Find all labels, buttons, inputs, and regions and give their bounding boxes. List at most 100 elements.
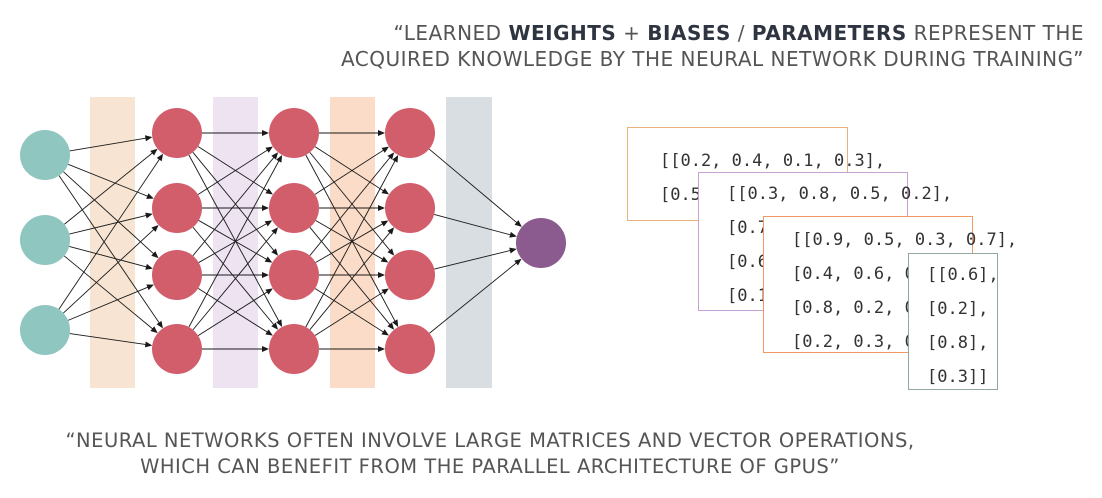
arrow-head: [144, 341, 153, 348]
arrow-head: [381, 188, 390, 195]
arrow-head: [509, 247, 517, 254]
top-quote: “LEARNED WEIGHTS + BIASES / PARAMETERS R…: [341, 20, 1084, 72]
vector-card-4: [[0.6], [0.2], [0.8], [0.3]]: [908, 253, 999, 390]
arrow-head: [276, 319, 283, 328]
output-node: [516, 218, 566, 268]
arrow-head: [151, 251, 159, 259]
connection-edge: [192, 226, 275, 326]
arrow-head: [378, 130, 385, 136]
connection-edge: [67, 286, 149, 321]
connection-edge: [429, 262, 518, 334]
vector-row: [0.2],: [927, 299, 989, 319]
arrow-head: [262, 346, 269, 352]
arrow-head: [271, 322, 279, 330]
connection-edge: [63, 255, 154, 330]
arrow-head: [380, 256, 389, 263]
input-node: [20, 305, 70, 355]
connection-edge: [63, 171, 155, 255]
arrow-head: [509, 231, 517, 238]
arrow-head: [145, 212, 153, 219]
arrow-head: [378, 272, 385, 278]
hidden-node: [385, 108, 435, 158]
arrow-head: [378, 346, 385, 352]
connection-edge: [309, 227, 391, 326]
arrow-head: [380, 220, 389, 227]
connection-edge: [197, 291, 269, 337]
connection-edge: [68, 163, 149, 197]
arrow-head: [381, 329, 389, 336]
layer-band-4: [446, 97, 492, 388]
hidden-node: [269, 108, 319, 158]
connection-edge: [198, 223, 268, 263]
arrow-head: [264, 256, 273, 263]
connection-edge: [434, 249, 511, 270]
connection-edge: [69, 245, 148, 268]
connection-edge: [428, 148, 518, 224]
connection-edge: [314, 146, 385, 192]
arrow-head: [151, 224, 159, 232]
arrow-head: [264, 220, 273, 227]
arrow-head: [262, 205, 269, 211]
arrow-head: [392, 155, 399, 163]
connection-edge: [192, 152, 275, 252]
connection-edge: [64, 152, 154, 225]
matrix-row: [[0.2, 0.4, 0.1, 0.3],: [660, 151, 886, 171]
hidden-node: [152, 324, 202, 374]
connection-edge: [315, 220, 384, 260]
matrix-row: [0.7: [727, 218, 768, 238]
connection-edge: [63, 228, 155, 314]
arrow-head: [392, 319, 399, 327]
weights-keyword: WEIGHTS: [508, 21, 617, 45]
arrow-head: [156, 153, 164, 162]
connection-edge: [197, 287, 269, 333]
connection-edge: [314, 291, 385, 336]
input-node: [20, 130, 70, 180]
connection-edge: [309, 231, 391, 330]
connection-edge: [69, 333, 147, 346]
arrow-head: [387, 248, 395, 256]
arrow-head: [146, 284, 154, 291]
arrow-head: [146, 193, 154, 199]
bottom-quote: “NEURAL NETWORKS OFTEN INVOLVE LARGE MAT…: [0, 428, 980, 480]
vector-row: [0.8],: [927, 333, 989, 353]
arrow-head: [262, 130, 269, 136]
connection-edge: [434, 214, 512, 236]
input-node: [20, 215, 70, 265]
layer-band-2: [213, 97, 258, 388]
arrow-head: [381, 146, 390, 153]
biases-keyword: BIASES: [647, 21, 731, 45]
matrix-row: [[0.9, 0.5, 0.3, 0.7],: [792, 230, 1018, 250]
connection-edge: [58, 158, 161, 310]
arrow-head: [150, 148, 158, 156]
top-quote-line-2: ACQUIRED KNOWLEDGE BY THE NEURAL NETWORK…: [340, 47, 1084, 71]
arrow-head: [265, 288, 273, 295]
arrow-head: [145, 263, 153, 270]
connection-edge: [192, 231, 275, 331]
matrix-row: [[0.3, 0.8, 0.5, 0.2],: [727, 184, 953, 204]
matrix-row: [0.4, 0.6, 0.2,: [792, 264, 946, 284]
arrow-head: [378, 205, 385, 211]
vector-row: [[0.6],: [927, 265, 999, 285]
connection-edge: [58, 175, 160, 324]
vector-row: [0.3]]: [927, 367, 989, 387]
arrow-head: [271, 248, 279, 256]
connection-edge: [315, 223, 384, 263]
connection-edge: [309, 152, 391, 252]
hidden-node: [269, 250, 319, 300]
hidden-node: [152, 108, 202, 158]
arrow-head: [271, 152, 279, 160]
hidden-node: [269, 324, 319, 374]
connection-edge: [305, 160, 396, 328]
top-quote-line-1: “LEARNED WEIGHTS + BIASES / PARAMETERS R…: [393, 21, 1084, 45]
network-nodes: [20, 108, 566, 374]
hidden-node: [385, 324, 435, 374]
hidden-node: [152, 250, 202, 300]
parameters-keyword: PARAMETERS: [751, 21, 907, 45]
connection-edge: [192, 156, 275, 256]
arrow-head: [144, 135, 153, 142]
hidden-node: [385, 250, 435, 300]
neural-network-diagram: [20, 97, 566, 388]
arrow-head: [265, 188, 273, 195]
arrow-head: [150, 326, 158, 334]
hidden-node: [269, 183, 319, 233]
